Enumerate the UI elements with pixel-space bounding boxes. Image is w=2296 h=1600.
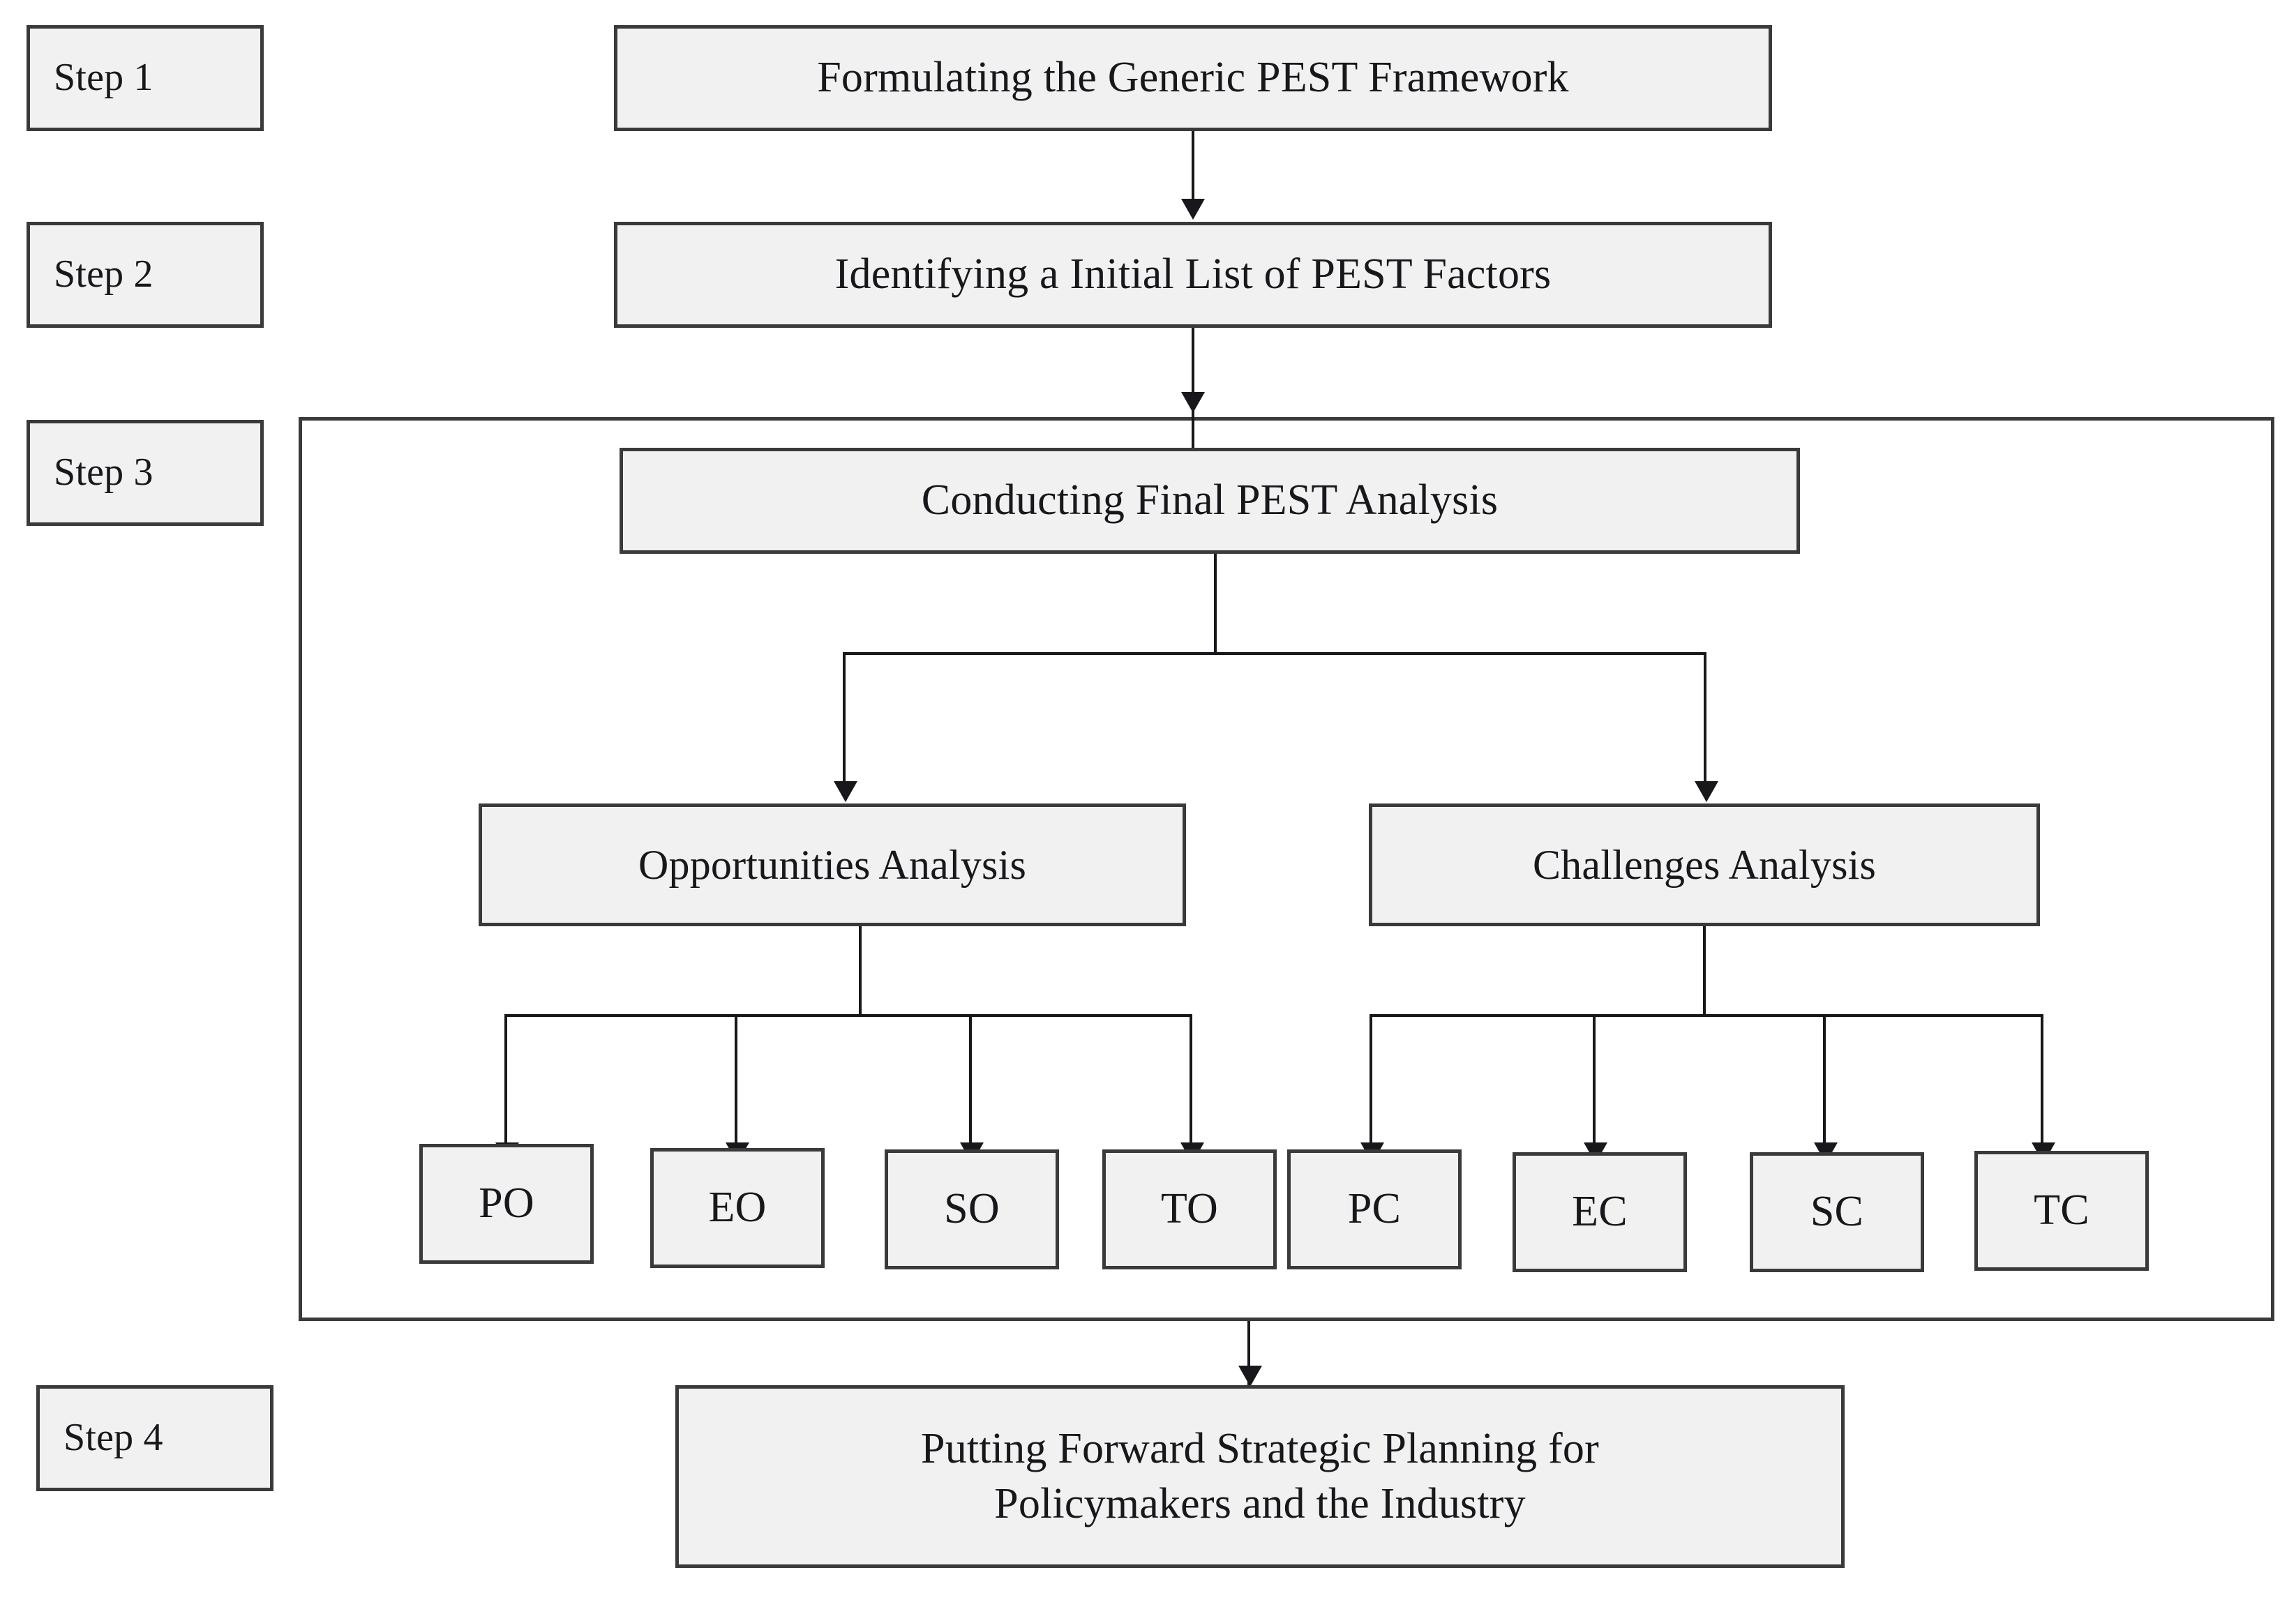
step-tag-label: Step 2 (54, 252, 153, 296)
connector-challenges-to-ec (1593, 1014, 1596, 1147)
connector-opportunities-stem (859, 926, 862, 1017)
leaf-node-label: PC (1347, 1185, 1402, 1233)
analysis-node-label: Opportunities Analysis (638, 841, 1027, 888)
connector-challenges-fan-bar (1370, 1014, 2043, 1017)
analysis-node-opportunities: Opportunities Analysis (479, 803, 1186, 926)
step-tag-step-1: Step 1 (27, 25, 264, 131)
leaf-node-sc: SC (1750, 1152, 1924, 1272)
connector-opportunities-to-so (969, 1014, 972, 1147)
arrowhead-to-opportunities (834, 781, 857, 802)
connector-challenges-to-sc (1823, 1014, 1826, 1147)
leaf-node-label: SO (944, 1185, 1000, 1233)
connector-challenges-stem (1703, 926, 1706, 1017)
leaf-node-so: SO (885, 1149, 1059, 1269)
connector-opportunities-fan-bar (504, 1014, 1192, 1017)
process-node-final-pest-analysis: Conducting Final PEST Analysis (620, 448, 1800, 554)
connector-p3-to-challenges (1704, 652, 1706, 785)
leaf-node-label: EO (708, 1184, 767, 1232)
leaf-node-label: EC (1572, 1188, 1628, 1236)
leaf-node-label: TC (2034, 1186, 2089, 1235)
process-node-label: Conducting Final PEST Analysis (921, 476, 1499, 524)
connector-challenges-to-tc (2041, 1014, 2043, 1147)
step-tag-step-4: Step 4 (36, 1385, 273, 1491)
connector-p3-to-opportunities (843, 652, 846, 785)
arrowhead-to-challenges (1695, 781, 1718, 802)
analysis-node-challenges: Challenges Analysis (1369, 803, 2040, 926)
final-node-line-2: Policymakers and the Industry (994, 1480, 1526, 1527)
connector-challenges-to-pc (1370, 1014, 1372, 1147)
step-tag-step-2: Step 2 (27, 222, 264, 328)
connector-step3-to-step4 (1247, 1321, 1250, 1385)
leaf-node-ec: EC (1513, 1152, 1687, 1272)
final-node-strategic-planning: Putting Forward Strategic Planning for P… (675, 1385, 1845, 1568)
arrowhead-to-step4 (1238, 1366, 1262, 1387)
leaf-node-label: SC (1810, 1188, 1864, 1236)
leaf-node-pc: PC (1287, 1149, 1462, 1269)
connector-opportunities-to-eo (735, 1014, 737, 1147)
leaf-node-eo: EO (650, 1148, 825, 1268)
connector-p3-stem (1214, 554, 1217, 655)
step-tag-label: Step 4 (63, 1416, 163, 1460)
leaf-node-po: PO (419, 1144, 594, 1264)
connector-opportunities-to-to (1190, 1014, 1192, 1147)
connector-p1-to-p2 (1192, 131, 1194, 201)
process-node-formulating-framework: Formulating the Generic PEST Framework (614, 25, 1772, 131)
analysis-node-label: Challenges Analysis (1532, 841, 1877, 888)
leaf-node-label: PO (479, 1179, 534, 1228)
step-tag-label: Step 3 (54, 451, 153, 495)
arrowhead-p1-to-p2 (1181, 199, 1205, 220)
process-node-label: Formulating the Generic PEST Framework (817, 54, 1569, 102)
leaf-node-tc: TC (1974, 1151, 2149, 1271)
step3-group-frame (299, 417, 2274, 1321)
connector-p3-split-bar (843, 652, 1706, 655)
final-node-line-1: Putting Forward Strategic Planning for (921, 1424, 1599, 1472)
arrowhead-p2-to-p3 (1181, 392, 1205, 413)
leaf-node-to: TO (1102, 1149, 1277, 1269)
leaf-node-label: TO (1161, 1185, 1218, 1233)
process-node-initial-factor-list: Identifying a Initial List of PEST Facto… (614, 222, 1772, 328)
connector-opportunities-to-po (504, 1014, 507, 1147)
step-tag-label: Step 1 (54, 56, 153, 100)
step-tag-step-3: Step 3 (27, 420, 264, 526)
process-node-label: Identifying a Initial List of PEST Facto… (834, 250, 1552, 299)
